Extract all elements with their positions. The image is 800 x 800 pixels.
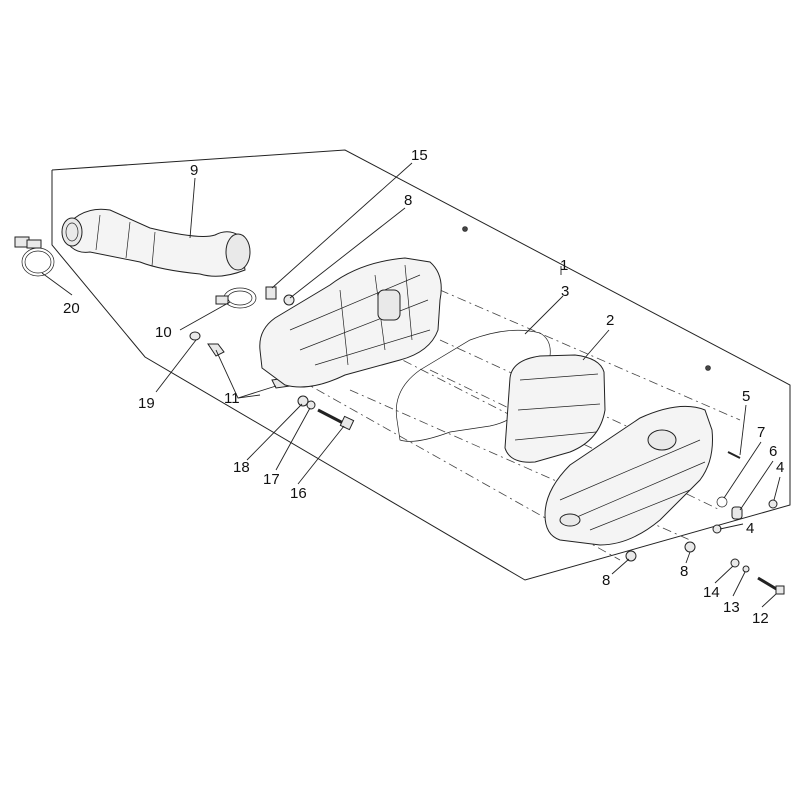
part-18-washer [297, 395, 309, 407]
callout-15: 15 [411, 147, 428, 164]
callout-8-mid: 8 [602, 572, 610, 589]
part-3-gasket [395, 329, 551, 442]
callout-13: 13 [723, 599, 740, 616]
callout-16: 16 [290, 485, 307, 502]
part-15-clip [265, 286, 277, 300]
callout-2: 2 [606, 312, 614, 329]
callout-8-upper: 8 [404, 192, 412, 209]
callout-6: 6 [769, 443, 777, 460]
part-9-intake-duct [61, 208, 251, 277]
callout-18: 18 [233, 459, 250, 476]
callout-14: 14 [703, 584, 720, 601]
part-20-hose-clamp [14, 236, 55, 277]
part-8-nut-mid [625, 550, 637, 562]
part-19-washer [189, 331, 201, 341]
part-10-clamp [215, 287, 257, 309]
part-14-washer [730, 558, 740, 568]
callout-labels: 9 15 8 1 3 2 20 10 19 11 18 17 16 5 7 6 … [63, 147, 784, 627]
callout-7: 7 [757, 424, 765, 441]
part-17-washer [306, 400, 316, 410]
part-16-bolt [317, 408, 355, 431]
callout-4-upper: 4 [776, 459, 784, 476]
part-4-screw-lower [712, 524, 722, 534]
callout-9: 9 [190, 162, 198, 179]
part-6-plug [731, 506, 743, 520]
part-5-screw [727, 451, 741, 459]
callout-17: 17 [263, 471, 280, 488]
callout-8-right: 8 [680, 563, 688, 580]
reference-dot [705, 365, 711, 371]
callout-3: 3 [561, 283, 569, 300]
part-4-screw-upper [768, 499, 778, 509]
reference-dot [462, 226, 468, 232]
part-8-nut-right [684, 541, 696, 553]
air-box-housing [259, 257, 442, 388]
callout-5: 5 [742, 388, 750, 405]
part-1-air-box-cover [544, 405, 713, 546]
callout-12: 12 [752, 610, 769, 627]
callout-1: 1 [560, 257, 568, 274]
callout-20: 20 [63, 300, 80, 317]
leader-lines [41, 162, 781, 608]
callout-10: 10 [155, 324, 172, 341]
callout-19: 19 [138, 395, 155, 412]
part-7-ring [716, 496, 728, 508]
part-13-washer [742, 565, 750, 573]
callout-11: 11 [224, 390, 240, 407]
assembly-frame [51, 149, 791, 581]
part-12-bolt [757, 576, 785, 595]
part-2-filter-element [504, 354, 606, 463]
callout-4-lower: 4 [746, 520, 754, 537]
part-8-nut-upper [283, 294, 295, 306]
